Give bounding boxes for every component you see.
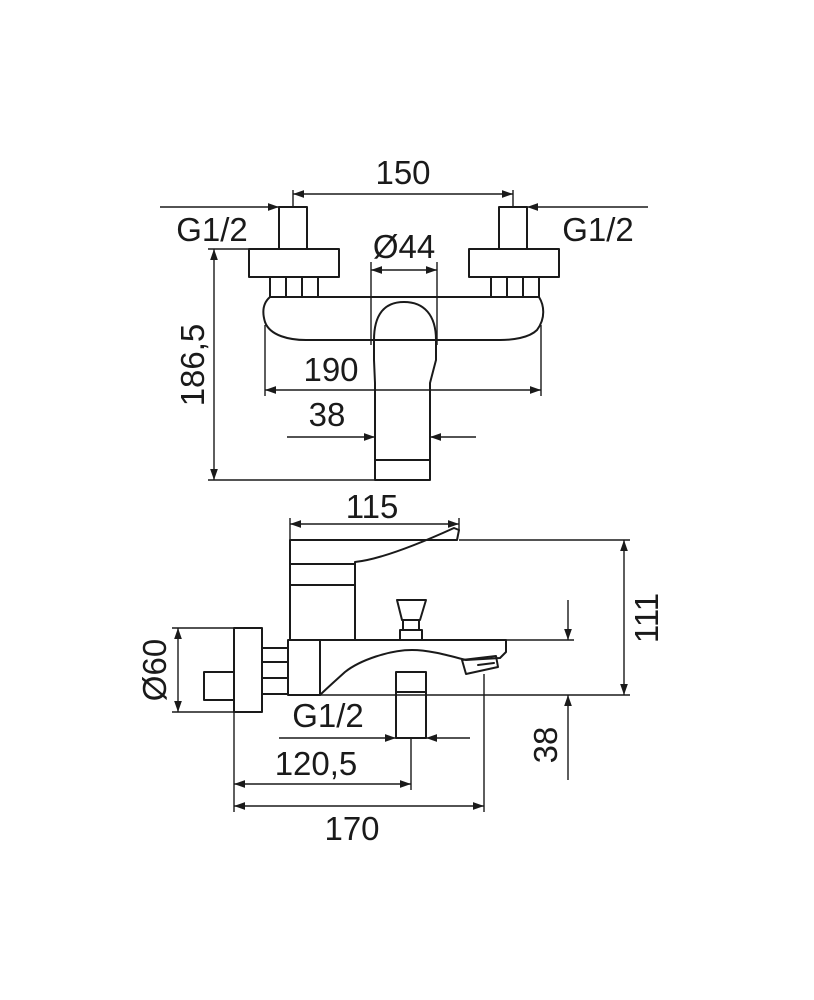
- dim-cover-diameter: Ø60: [136, 639, 173, 701]
- dim-total-height: 111: [628, 593, 665, 643]
- left-inlet-connector: [248, 206, 340, 298]
- dim-inlet-thread-right: G1/2: [562, 211, 634, 248]
- lever-handle-side: [289, 527, 460, 586]
- diverter-knob: [396, 599, 427, 641]
- cartridge-housing-side: [289, 584, 356, 641]
- dim-outlet-clearance: 38: [527, 727, 564, 764]
- dim-handle-diameter: Ø44: [373, 228, 435, 265]
- lever-column-front: [373, 301, 437, 481]
- dim-inlet-spacing: 150: [375, 154, 430, 191]
- dim-spout-width: 38: [309, 396, 346, 433]
- dim-outlet-thread: G1/2: [292, 697, 364, 734]
- aerator: [461, 655, 499, 675]
- right-inlet-connector: [468, 206, 560, 298]
- dim-spout-reach: 170: [324, 810, 379, 847]
- outlet-connector: [395, 671, 427, 739]
- dim-inlet-thread-left: G1/2: [176, 211, 248, 248]
- dim-lever-length: 115: [346, 488, 399, 525]
- dim-front-height: 186,5: [174, 324, 211, 407]
- dim-body-width: 190: [303, 351, 358, 388]
- inlet-nut: [261, 647, 289, 695]
- mixer-body-front: [262, 296, 545, 341]
- wall-cover-plate: [233, 627, 263, 713]
- dim-outlet-distance: 120,5: [275, 745, 358, 782]
- spout-side: [319, 639, 507, 696]
- wall-inlet-pipe: [203, 671, 235, 701]
- side-view: 115 111 Ø60 38 G1/2 120,5 170: [136, 488, 665, 847]
- front-view: 150 G1/2 G1/2 Ø44 186,5 190 38: [160, 154, 648, 481]
- mixer-body-side: [287, 639, 321, 696]
